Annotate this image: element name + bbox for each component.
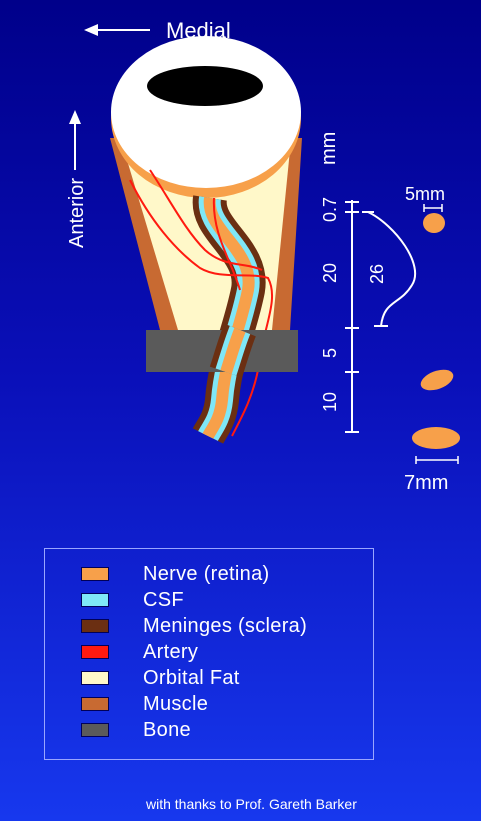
eyeball-sclera [111,36,301,188]
width-7mm-label: 7mm [404,472,448,494]
segment-ruler [345,200,359,432]
legend-label-csf: CSF [143,589,184,612]
anterior-label: Anterior [66,178,88,248]
cross-section-1 [423,213,445,233]
legend-item-muscle: Muscle [81,693,208,715]
legend-label-meninges: Meninges (sclera) [143,615,307,638]
cross-section-2 [418,366,456,395]
width-5mm-label: 5mm [405,184,445,204]
total-length-26: 26 [367,264,387,284]
legend-item-artery: Artery [81,641,198,663]
legend-label-orbital-fat: Orbital Fat [143,667,240,690]
width-7mm-bar [416,456,458,464]
pupil [147,66,263,106]
anterior-arrow [69,110,81,170]
segment-label-20: 20 [320,263,340,283]
segment-label-5: 5 [320,348,340,358]
legend-label-muscle: Muscle [143,693,208,716]
legend-swatch-meninges [81,619,109,633]
legend-swatch-artery [81,645,109,659]
width-5mm-bar [424,204,442,212]
legend-label-artery: Artery [143,641,198,664]
legend-label-nerve: Nerve (retina) [143,563,269,586]
credit-text: with thanks to Prof. Gareth Barker [146,796,357,812]
legend-item-nerve: Nerve (retina) [81,563,269,585]
legend-swatch-bone [81,723,109,737]
legend-swatch-muscle [81,697,109,711]
legend-swatch-nerve [81,567,109,581]
legend-box: Nerve (retina) CSF Meninges (sclera) Art… [44,548,374,760]
segment-label-10: 10 [320,392,340,412]
legend-item-bone: Bone [81,719,191,741]
medial-arrow [84,24,150,36]
legend-item-csf: CSF [81,589,184,611]
legend-swatch-csf [81,593,109,607]
segment-label-0-7: 0.7 [320,197,340,222]
legend-item-meninges: Meninges (sclera) [81,615,307,637]
legend-item-orbital-fat: Orbital Fat [81,667,240,689]
unit-mm-label: mm [318,132,340,165]
legend-swatch-orbital-fat [81,671,109,685]
legend-label-bone: Bone [143,719,191,742]
cross-section-3 [412,427,460,449]
